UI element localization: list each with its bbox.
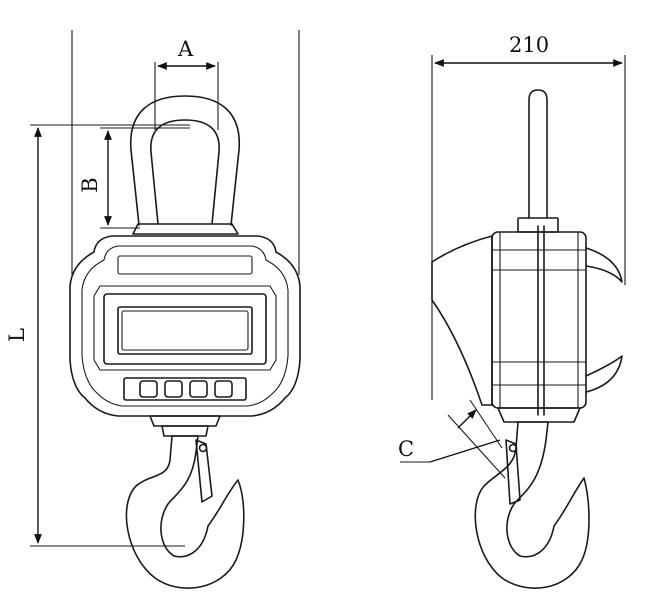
label-b: B (78, 177, 102, 192)
label-l: L (5, 328, 29, 342)
dimension-l (30, 124, 190, 547)
dimension-c (400, 399, 506, 479)
dimension-a (154, 62, 219, 130)
dimension-b (100, 127, 190, 229)
key-button (214, 380, 233, 398)
label-c: C (398, 437, 414, 461)
key-button (189, 380, 208, 398)
side-hook (474, 421, 590, 589)
key-button (139, 380, 158, 398)
scale-housing (69, 235, 301, 427)
side-shackle (517, 89, 559, 233)
side-view (400, 55, 626, 589)
hook (125, 425, 245, 589)
side-housing (431, 225, 623, 423)
key-button (164, 380, 183, 398)
button-panel (123, 377, 247, 401)
label-width: 210 (509, 33, 549, 57)
front-view (30, 30, 301, 589)
label-a: A (177, 37, 194, 61)
display-window (117, 306, 253, 355)
shackle (129, 95, 241, 235)
